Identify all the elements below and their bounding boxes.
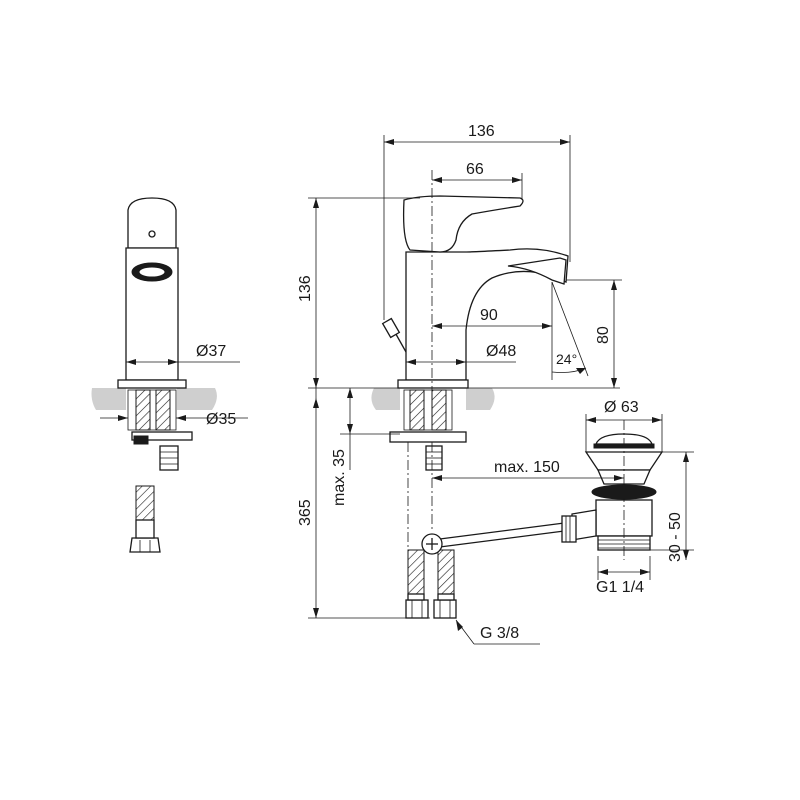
front-hose [135,485,155,521]
side-hose-left [407,549,425,595]
label-waste-diameter: Ø 63 [604,399,639,416]
label-body-diameter-front: Ø37 [196,343,226,360]
label-spout-reach: 90 [480,307,498,324]
front-fixing-left [135,389,151,431]
side-hose-nut-right [433,599,457,619]
label-waste-thread: G1 1/4 [596,579,644,596]
label-total-depth: 136 [468,123,495,140]
waste-assembly [561,420,664,560]
label-total-height: 136 [297,275,314,302]
countertop-side-left [371,388,400,410]
side-fixing-plate [389,431,467,443]
countertop-front-left [91,388,126,410]
countertop-side-right [466,388,495,410]
label-spout-height: 80 [595,326,612,344]
front-view [91,197,248,553]
side-fixing-right [431,389,447,431]
side-hose-nut-left [405,599,429,619]
side-fixing-left [409,389,425,431]
front-fixing-right [155,389,171,431]
label-max-counter-thickness: max. 35 [331,449,348,506]
front-fixing-plate [131,431,193,441]
label-body-diameter-side: Ø48 [486,343,516,360]
label-max-waste-distance: max. 150 [494,459,560,476]
front-lever-handle [127,197,177,249]
label-hose-length: 365 [297,499,314,526]
dimension-labels: 136 66 136 90 80 24° Ø37 Ø48 Ø35 max. 35… [196,123,684,642]
lever-indicator-dot [148,230,156,238]
spout-outlet [507,257,567,285]
side-hose-right [437,549,455,595]
dimension-lines [308,135,694,645]
label-waste-adjust-range: 30 - 50 [667,512,684,562]
label-hole-diameter: Ø35 [206,411,236,428]
front-base-ring [117,379,187,389]
side-view [371,195,573,619]
label-lever-offset: 66 [466,161,484,178]
popup-rod-knob [381,317,401,339]
countertop-front-right [177,388,217,410]
label-spout-angle: 24° [556,351,577,367]
side-base-ring [397,379,469,389]
side-lever [402,195,524,253]
front-hose-nut [129,537,161,553]
label-supply-thread: G 3/8 [480,625,519,642]
